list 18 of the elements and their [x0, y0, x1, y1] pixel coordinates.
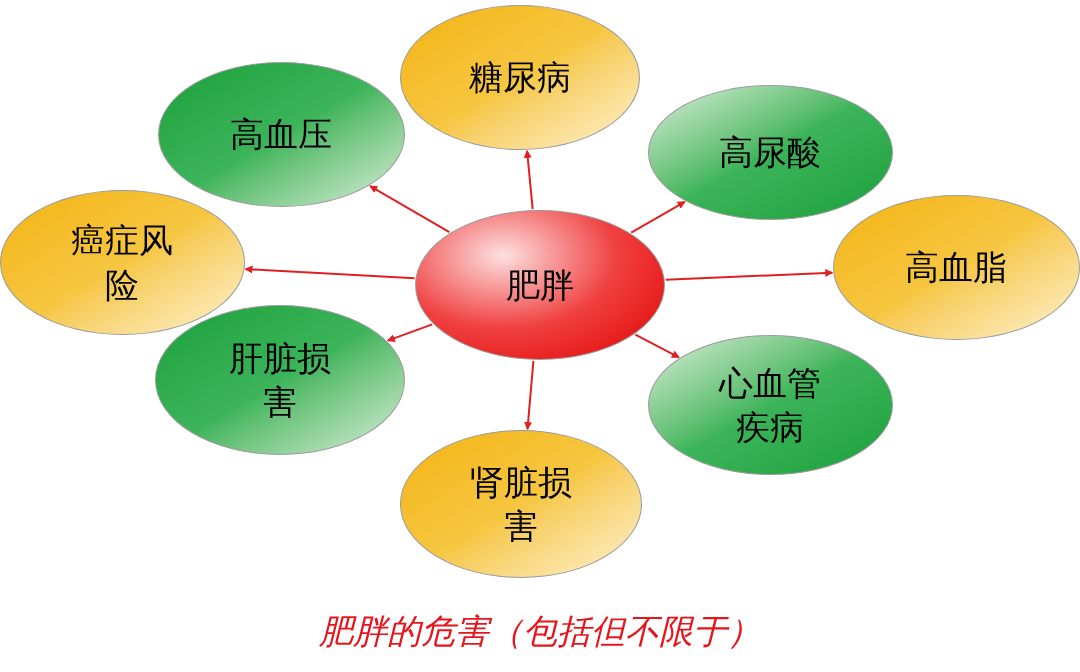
arrow — [634, 333, 680, 359]
node-label: 肝脏损害 — [228, 337, 332, 423]
arrow — [244, 265, 416, 280]
node-label: 高血压 — [229, 114, 334, 156]
arrow — [386, 323, 434, 342]
node-label: 糖尿病 — [468, 57, 572, 99]
arrow — [664, 269, 834, 281]
caption: 肥胖的危害（包括但不限于） — [318, 611, 762, 652]
arrow — [369, 185, 451, 234]
node-label: 高血脂 — [904, 247, 1009, 289]
node-label: 心血管疾病 — [717, 362, 823, 448]
node-label: 肥胖 — [505, 264, 575, 306]
node-label: 肾脏损害 — [469, 461, 573, 547]
arrow — [630, 200, 686, 234]
arrow — [523, 149, 534, 211]
node-label: 高尿酸 — [718, 132, 823, 174]
node-label: 癌症风险 — [70, 220, 175, 306]
arrow — [524, 359, 535, 431]
